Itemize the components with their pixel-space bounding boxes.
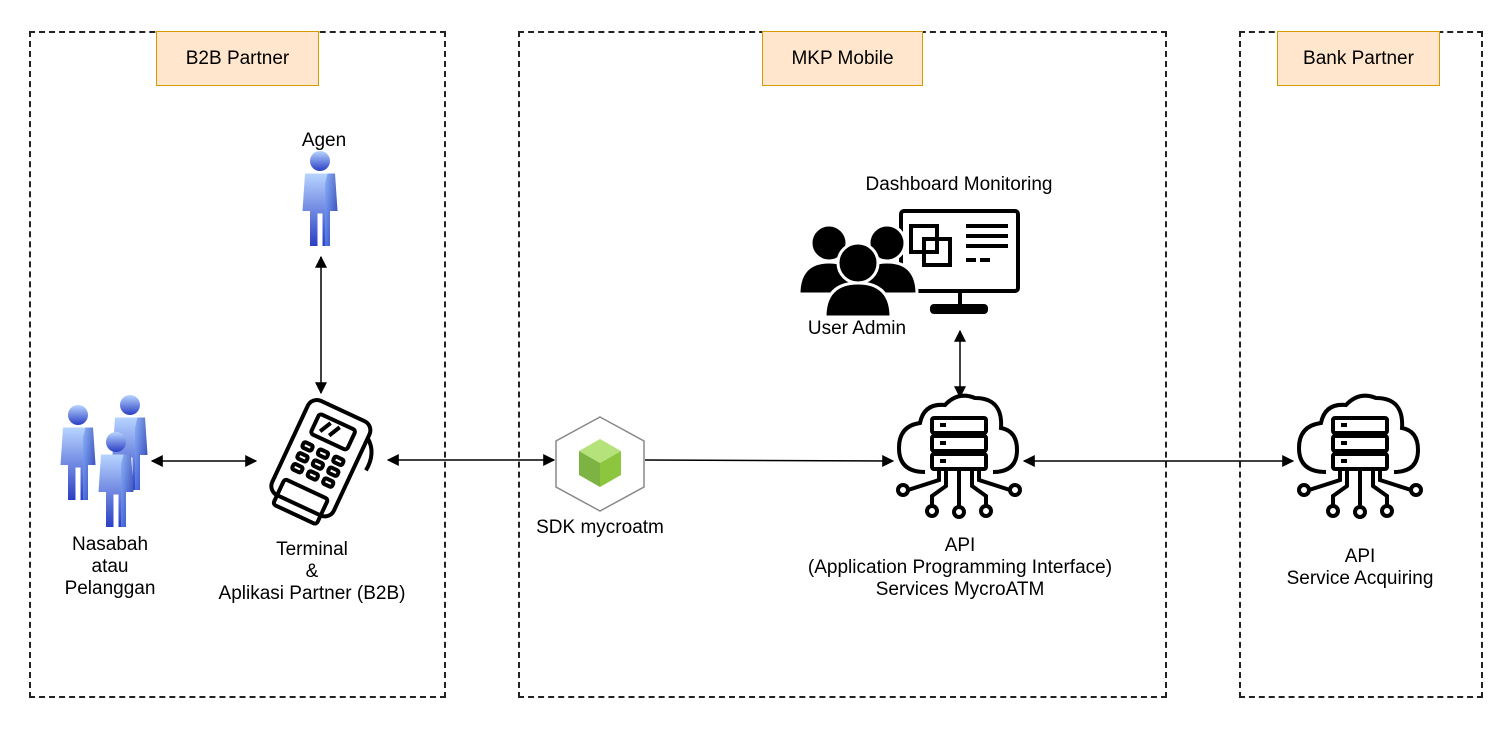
label-dashboard: Dashboard Monitoring <box>865 174 1053 195</box>
label-sdk: SDK mycroatm <box>536 517 664 538</box>
label-user-admin: User Admin <box>807 318 907 339</box>
label-api-mkp-line1: API <box>944 535 976 556</box>
label-nasabah-line1: Nasabah <box>71 534 149 555</box>
dashboard-monitor-icon <box>899 209 1020 314</box>
label-terminal: Terminal & Aplikasi Partner (B2B) <box>192 539 432 605</box>
arrow-sdk-api <box>644 454 895 467</box>
label-api-bank: API Service Acquiring <box>1260 546 1460 590</box>
zone-title-mkp: MKP Mobile <box>762 31 923 86</box>
label-agen: Agen <box>301 130 347 151</box>
label-nasabah: Nasabah atau Pelanggan <box>40 534 180 600</box>
nasabah-group-icon <box>60 395 148 527</box>
api-bank-cloud-icon <box>1296 393 1423 519</box>
sdk-cube-icon <box>555 416 645 512</box>
label-terminal-line3: Aplikasi Partner (B2B) <box>218 583 406 604</box>
payment-terminal-icon <box>269 397 374 526</box>
label-api-mkp: API (Application Programming Interface) … <box>770 535 1150 601</box>
label-api-mkp-line2: (Application Programming Interface) <box>807 557 1113 578</box>
api-mkp-cloud-icon <box>896 393 1022 519</box>
label-nasabah-line2: atau <box>91 556 129 577</box>
label-terminal-line2: & <box>305 561 319 582</box>
label-api-mkp-line3: Services MycroATM <box>875 579 1045 600</box>
label-api-bank-line1: API <box>1344 546 1376 567</box>
user-admin-icon <box>797 223 919 319</box>
zone-title-bank: Bank Partner <box>1277 31 1440 86</box>
label-nasabah-line3: Pelanggan <box>64 578 156 599</box>
zone-title-b2b: B2B Partner <box>156 31 319 86</box>
agen-person-icon <box>302 151 338 246</box>
label-api-bank-line2: Service Acquiring <box>1286 568 1434 589</box>
label-terminal-line1: Terminal <box>276 539 348 560</box>
